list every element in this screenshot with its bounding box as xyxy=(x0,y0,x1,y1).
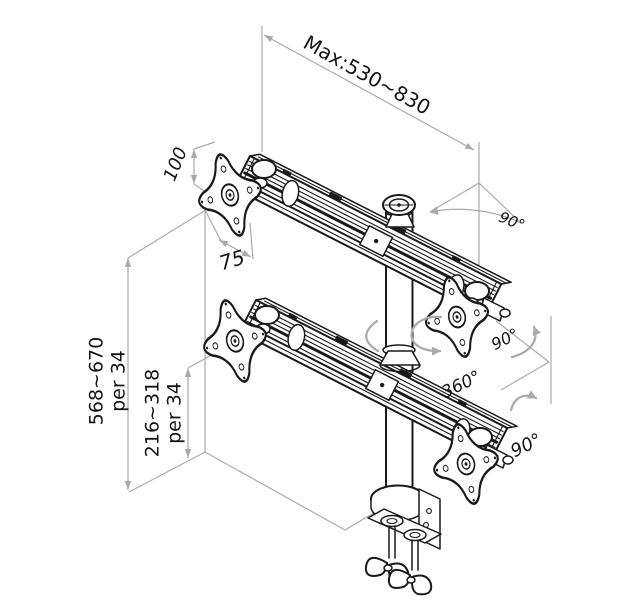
tilt-down-arrow xyxy=(509,390,538,412)
pole-collar xyxy=(379,350,421,366)
dimension-label-max-width: Max:530~830 xyxy=(299,30,434,119)
dimension-line-75 xyxy=(218,239,252,258)
angle-label-tilt-mid: 90° xyxy=(488,324,522,354)
clamp-wing-knob-2 xyxy=(387,568,433,596)
rotate-360-arrow-back xyxy=(365,319,380,353)
tilt-axis-lower xyxy=(500,361,550,391)
top-crossbar xyxy=(230,149,513,324)
extension-line-100-top xyxy=(193,141,216,150)
dimension-labels: Max:530~830 100 75 568~670 per 34 216~31… xyxy=(86,30,546,462)
dimension-label-total-height-step: per 34 xyxy=(108,350,130,412)
extension-line-total-height xyxy=(127,207,210,259)
extension-line-75-right xyxy=(249,222,254,260)
bottom-crossbar xyxy=(236,293,519,468)
dimension-line-max-width xyxy=(263,34,475,151)
angle-label-tilt-bottom: 90° xyxy=(507,429,545,462)
dimension-lines xyxy=(124,26,552,531)
tilt-up-arrow xyxy=(510,325,542,359)
pole-collar-rim xyxy=(379,364,421,373)
rotate-360-arrow-front xyxy=(410,315,443,356)
desk-clamp xyxy=(364,484,442,596)
swivel-fan-left xyxy=(429,182,480,213)
swivel-arc xyxy=(429,206,522,224)
tilt-axis-upper xyxy=(495,320,550,363)
angle-label-swivel-top: 90° xyxy=(496,208,527,235)
dimension-label-total-height: 568~670 xyxy=(86,337,108,425)
dimension-label-vesa-height: 100 xyxy=(160,144,192,184)
desk-edge-line xyxy=(128,451,382,531)
rotation-arrows xyxy=(365,315,542,412)
swivel-fan-right xyxy=(478,182,522,224)
dimension-label-vesa-width: 75 xyxy=(216,245,247,275)
dimension-label-lower-height-step: per 34 xyxy=(164,382,186,444)
joint-top-left xyxy=(251,159,277,189)
extension-line-75-left xyxy=(204,209,222,242)
dimension-label-lower-height: 216~318 xyxy=(142,369,164,457)
